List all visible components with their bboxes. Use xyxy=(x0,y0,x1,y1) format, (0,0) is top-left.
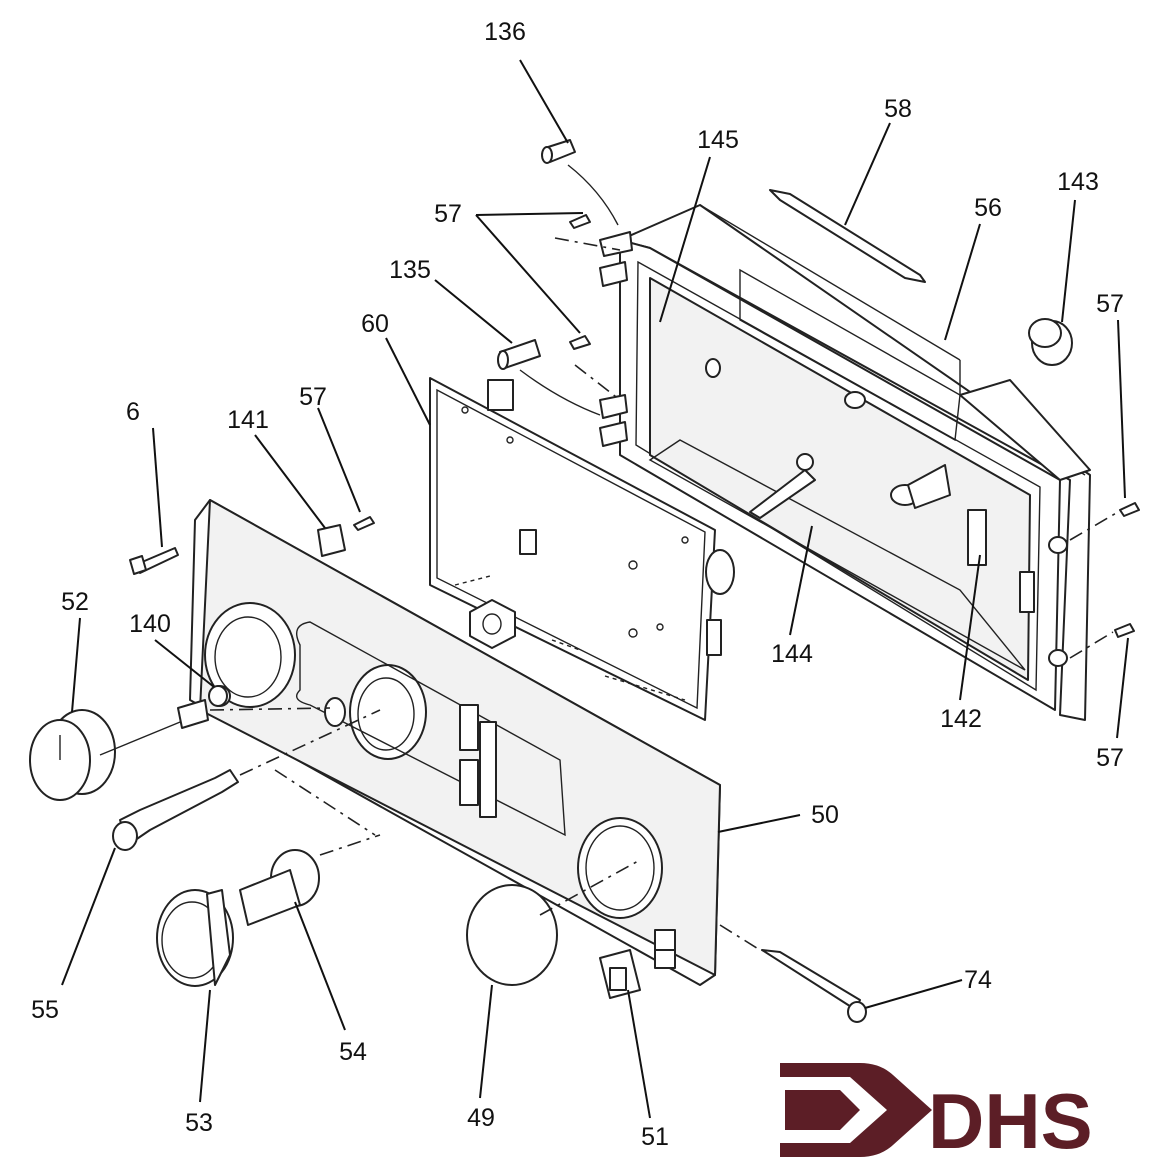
front-panel xyxy=(189,499,721,986)
dhs-logo: DHS xyxy=(780,1063,1093,1165)
retaining-clip-58 xyxy=(769,189,926,283)
callout-6: 6 xyxy=(126,398,140,426)
callout-55: 55 xyxy=(31,996,59,1024)
screws-57 xyxy=(353,214,1140,638)
callout-60: 60 xyxy=(361,310,389,338)
callout-142: 142 xyxy=(940,705,982,733)
callout-143: 143 xyxy=(1057,168,1099,196)
sensor-55 xyxy=(112,769,239,851)
circuit-board xyxy=(429,377,735,721)
callout-53: 53 xyxy=(185,1109,213,1137)
callout-140: 140 xyxy=(129,610,171,638)
callout-57-top: 57 xyxy=(434,200,462,228)
back-housing xyxy=(599,204,1091,721)
assembly-lines xyxy=(209,164,1119,951)
callout-56: 56 xyxy=(974,194,1002,222)
callout-52: 52 xyxy=(61,588,89,616)
knob-54 xyxy=(239,849,320,926)
pressure-gauge-52 xyxy=(29,699,209,801)
callout-57-left: 57 xyxy=(299,383,327,411)
callout-57-right-bottom: 57 xyxy=(1096,744,1124,772)
callout-58: 58 xyxy=(884,95,912,123)
pin-74 xyxy=(761,949,867,1023)
callout-51: 51 xyxy=(641,1123,669,1151)
fuse-135 xyxy=(497,339,541,370)
callout-50: 50 xyxy=(811,801,839,829)
screw-6 xyxy=(129,547,179,575)
cap-143 xyxy=(1028,318,1073,366)
callout-135: 135 xyxy=(389,256,431,284)
callout-49: 49 xyxy=(467,1104,495,1132)
callout-144: 144 xyxy=(771,640,813,668)
callout-54: 54 xyxy=(339,1038,367,1066)
callout-145: 145 xyxy=(697,126,739,154)
callout-136: 136 xyxy=(484,18,526,46)
callout-74: 74 xyxy=(964,966,992,994)
fuse-136 xyxy=(541,139,576,164)
o-ring-140 xyxy=(208,685,228,707)
callout-labels: 136 145 58 57 56 143 135 60 57 6 141 57 … xyxy=(31,18,1124,1151)
logo-arrow-icon xyxy=(780,1063,932,1157)
rocker-switch-51 xyxy=(599,949,641,999)
logo-text: DHS xyxy=(928,1077,1093,1165)
hex-nut xyxy=(469,599,516,649)
bezel-53 xyxy=(156,889,234,987)
callout-141: 141 xyxy=(227,406,269,434)
leader-lines xyxy=(61,59,1129,1119)
blank-cover-49 xyxy=(466,884,558,986)
bracket-141 xyxy=(317,524,346,557)
callout-57-right-top: 57 xyxy=(1096,290,1124,318)
